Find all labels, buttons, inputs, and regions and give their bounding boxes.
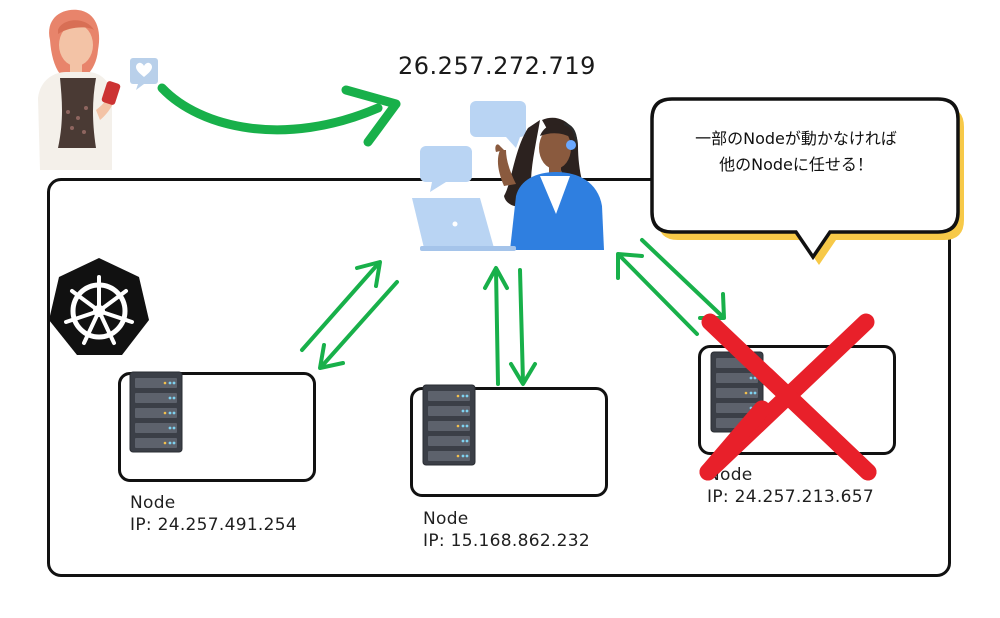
node-label-2: Node IP: 15.168.862.232 (423, 508, 590, 552)
speech-bubble-line-2: 他のNodeに任せる！ (719, 155, 873, 174)
server-icon-2 (422, 384, 476, 466)
speech-bubble (650, 97, 964, 265)
node-name: Node (423, 509, 469, 529)
speech-bubble-line-1: 一部のNodeが動かなければ (695, 129, 897, 148)
connection-arrow-node-2-icon (483, 266, 537, 386)
server-icon-1 (129, 371, 183, 453)
request-arrow-icon (157, 83, 401, 147)
heart-message-icon (130, 58, 158, 90)
node-label-3: Node IP: 24.257.213.657 (707, 464, 874, 508)
kubernetes-logo-icon (49, 258, 149, 355)
node-label-1: Node IP: 24.257.491.254 (130, 492, 297, 536)
entry-ip-address: 26.257.272.719 (398, 52, 596, 80)
speech-bubble-text: 一部のNodeが動かなければ 他のNodeに任せる！ (660, 126, 932, 178)
node-name: Node (130, 493, 176, 513)
operator-icon (412, 101, 604, 251)
node-ip: IP: 15.168.862.232 (423, 531, 590, 551)
connection-arrow-node-1-icon (300, 260, 399, 370)
cluster-boundary (47, 178, 951, 577)
user-avatar-icon (38, 9, 121, 170)
node-ip: IP: 24.257.491.254 (130, 515, 297, 535)
node-name: Node (707, 465, 753, 485)
node-ip: IP: 24.257.213.657 (707, 487, 874, 507)
